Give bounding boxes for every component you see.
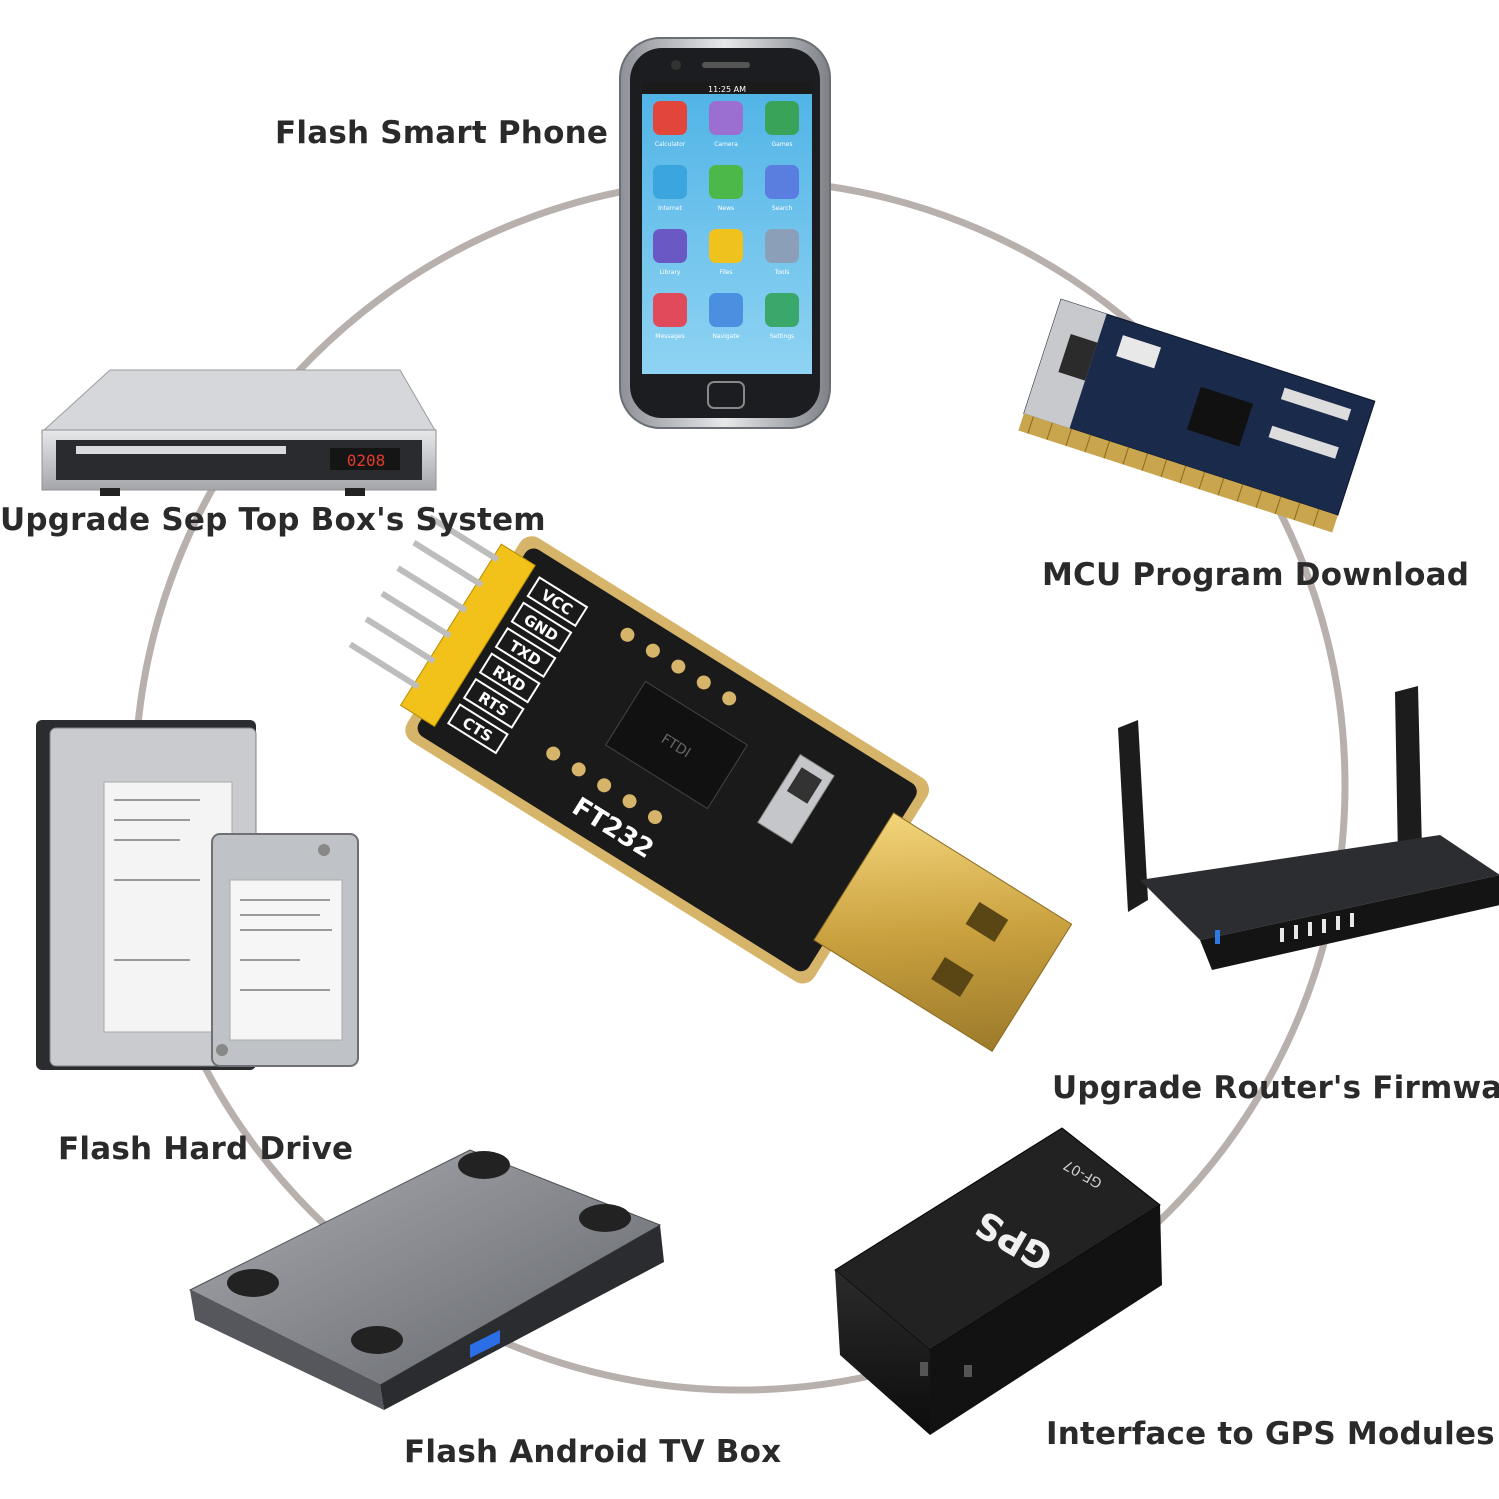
label-flash-hard-drive: Flash Hard Drive (58, 1131, 354, 1167)
app-icon-navigate (709, 293, 743, 327)
pin-label-box (494, 626, 557, 679)
pin-label-box (478, 652, 541, 704)
app-label: Search (772, 205, 793, 212)
app-label: Camera (714, 141, 738, 148)
app-icon-settings (765, 293, 799, 327)
pin-label-box (446, 703, 509, 755)
app-label: Internet (658, 205, 682, 212)
app-icon-messages (653, 293, 687, 327)
pin-label-box (526, 576, 589, 628)
router-image (1118, 686, 1499, 970)
gps-module-image: GPS GF-07 (834, 1127, 1162, 1435)
label-mcu-program-download: MCU Program Download (1042, 557, 1470, 593)
app-icon-calculator (653, 101, 687, 135)
app-label: Files (719, 269, 732, 276)
app-icon-news (709, 165, 743, 199)
label-upgrade-router-firmware: Upgrade Router's Firmware (1052, 1070, 1499, 1106)
pin-label-box (462, 677, 525, 729)
phone-clock: 11:25 AM (708, 85, 746, 94)
app-label: News (718, 205, 734, 212)
app-icon-search (765, 165, 799, 199)
app-label: Messages (655, 333, 684, 340)
android-tv-box-image (188, 1149, 664, 1410)
app-label: Games (772, 141, 793, 148)
app-icon-internet (653, 165, 687, 199)
label-upgrade-set-top-box: Upgrade Sep Top Box's System (0, 502, 546, 538)
hard-drive-image (36, 720, 359, 1070)
app-icon-tools (765, 229, 799, 263)
mcu-board-image (1018, 298, 1376, 533)
app-icon-games (765, 101, 799, 135)
set-top-box-image: 0208 (40, 369, 437, 496)
app-icon-files (709, 229, 743, 263)
app-label: Settings (770, 333, 795, 340)
app-label: Calculator (655, 141, 686, 148)
pin-label-box (510, 601, 573, 653)
app-label: Library (660, 269, 681, 276)
app-icon-library (653, 229, 687, 263)
app-label: Tools (774, 269, 790, 276)
label-interface-gps-modules: Interface to GPS Modules (1046, 1416, 1495, 1452)
label-flash-smart-phone: Flash Smart Phone (275, 115, 609, 151)
label-flash-android-tv-box: Flash Android TV Box (404, 1434, 782, 1470)
app-icon-camera (709, 101, 743, 135)
set-top-box-display: 0208 (347, 451, 386, 470)
app-label: Navigate (713, 333, 740, 340)
